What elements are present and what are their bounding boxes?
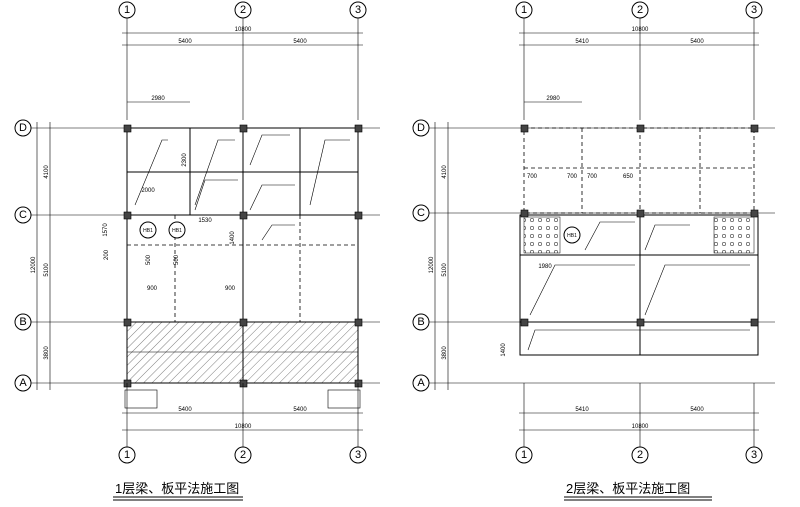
r-dim-side-1: 4100 xyxy=(442,165,448,179)
r-dim-700c: 700 xyxy=(587,174,598,180)
axis-label-1-bottom: 1 xyxy=(124,449,130,461)
axis-label-3-top: 3 xyxy=(355,4,361,16)
r-axis-label-B: B xyxy=(417,316,424,328)
r-dim-2980: 2980 xyxy=(546,96,560,102)
left-drawing-title: 1层梁、板平法施工图 xyxy=(115,481,239,496)
r-dotted-slab-2 xyxy=(713,216,755,254)
axis-label-2-top: 2 xyxy=(240,4,246,16)
axis-label-A: A xyxy=(19,377,27,389)
dim-bay1-top: 5400 xyxy=(178,39,192,45)
r-dim-bay2-bottom: 5400 xyxy=(690,407,704,413)
hatched-slab-right xyxy=(243,322,358,383)
r-dim-side-total: 12000 xyxy=(429,256,435,273)
dim-200: 200 xyxy=(104,249,110,260)
r-dim-bay2-top: 5400 xyxy=(690,39,704,45)
dim-side-1: 4100 xyxy=(44,165,50,179)
r-dim-total-bottom: 10800 xyxy=(632,424,649,430)
r-hb-tag: HB1 xyxy=(567,233,577,239)
dim-bay1-bottom: 5400 xyxy=(178,407,192,413)
r-axis-label-2-bottom: 2 xyxy=(637,449,643,461)
r-axis-label-A: A xyxy=(417,377,425,389)
dim-1570: 1570 xyxy=(103,223,109,237)
dim-900a: 900 xyxy=(147,286,158,292)
hatched-slab-left xyxy=(127,322,243,383)
dim-total-top: 10800 xyxy=(235,27,252,33)
axis-label-2-bottom: 2 xyxy=(240,449,246,461)
dim-side-2: 5100 xyxy=(44,263,50,277)
axis-bubble-C xyxy=(14,206,32,224)
r-dim-total-top: 10800 xyxy=(632,27,649,33)
r-axis-label-3-bottom: 3 xyxy=(751,449,757,461)
left-plan: 1 2 3 10800 5400 5400 D C B A 12000 4100… xyxy=(14,1,380,501)
r-dim-side-2: 5100 xyxy=(442,263,448,277)
r-dim-bay1-bottom: 5410 xyxy=(575,407,589,413)
r-dim-700a: 700 xyxy=(527,174,538,180)
dim-2980: 2980 xyxy=(151,96,165,102)
right-plan: 1 2 3 10800 5410 5400 D C B A 12000 4100… xyxy=(412,1,775,501)
dim-500b: 500 xyxy=(174,254,180,265)
r-dim-bay1-top: 5410 xyxy=(575,39,589,45)
dim-total-bottom: 10800 xyxy=(235,424,252,430)
hb-tag-2: HB1 xyxy=(172,228,182,234)
r-axis-label-2-top: 2 xyxy=(637,4,643,16)
axis-label-B: B xyxy=(19,316,26,328)
right-drawing-title: 2层梁、板平法施工图 xyxy=(566,481,690,496)
dim-1400: 1400 xyxy=(230,231,236,245)
axis-bubble-2-top xyxy=(234,1,252,19)
r-dim-650: 650 xyxy=(623,174,634,180)
r-dim-700b: 700 xyxy=(567,174,578,180)
r-axis-label-C: C xyxy=(417,207,425,219)
dim-2000: 2000 xyxy=(141,188,155,194)
r-upper-bay xyxy=(523,127,755,214)
r-dim-side-3: 3800 xyxy=(442,346,448,360)
r-dim-1400: 1400 xyxy=(501,343,507,357)
r-axis-label-1-bottom: 1 xyxy=(521,449,527,461)
dim-500a: 500 xyxy=(146,254,152,265)
axis-label-3-bottom: 3 xyxy=(355,449,361,461)
axis-bubble-B xyxy=(14,313,32,331)
axis-bubble-D xyxy=(14,119,32,137)
r-axis-label-1-top: 1 xyxy=(521,4,527,16)
axis-label-1-top: 1 xyxy=(124,4,130,16)
axis-bubble-3-top xyxy=(349,1,367,19)
dim-1530: 1530 xyxy=(198,218,212,224)
axis-bubble-1-top xyxy=(118,1,136,19)
r-dim-1980: 1980 xyxy=(538,264,552,270)
dim-900b: 900 xyxy=(225,286,236,292)
r-dotted-slab-1 xyxy=(523,216,561,254)
axis-label-D: D xyxy=(19,122,27,134)
r-axis-label-D: D xyxy=(417,122,425,134)
dim-side-3: 3800 xyxy=(44,346,50,360)
dim-bay2-bottom: 5400 xyxy=(293,407,307,413)
r-axis-label-3-top: 3 xyxy=(751,4,757,16)
dim-side-total: 12000 xyxy=(31,256,37,273)
dim-bay2-top: 5400 xyxy=(293,39,307,45)
hb-tag-1: HB1 xyxy=(143,228,153,234)
dim-2300: 2300 xyxy=(182,153,188,167)
axis-bubble-A xyxy=(14,374,32,392)
axis-label-C: C xyxy=(19,209,27,221)
